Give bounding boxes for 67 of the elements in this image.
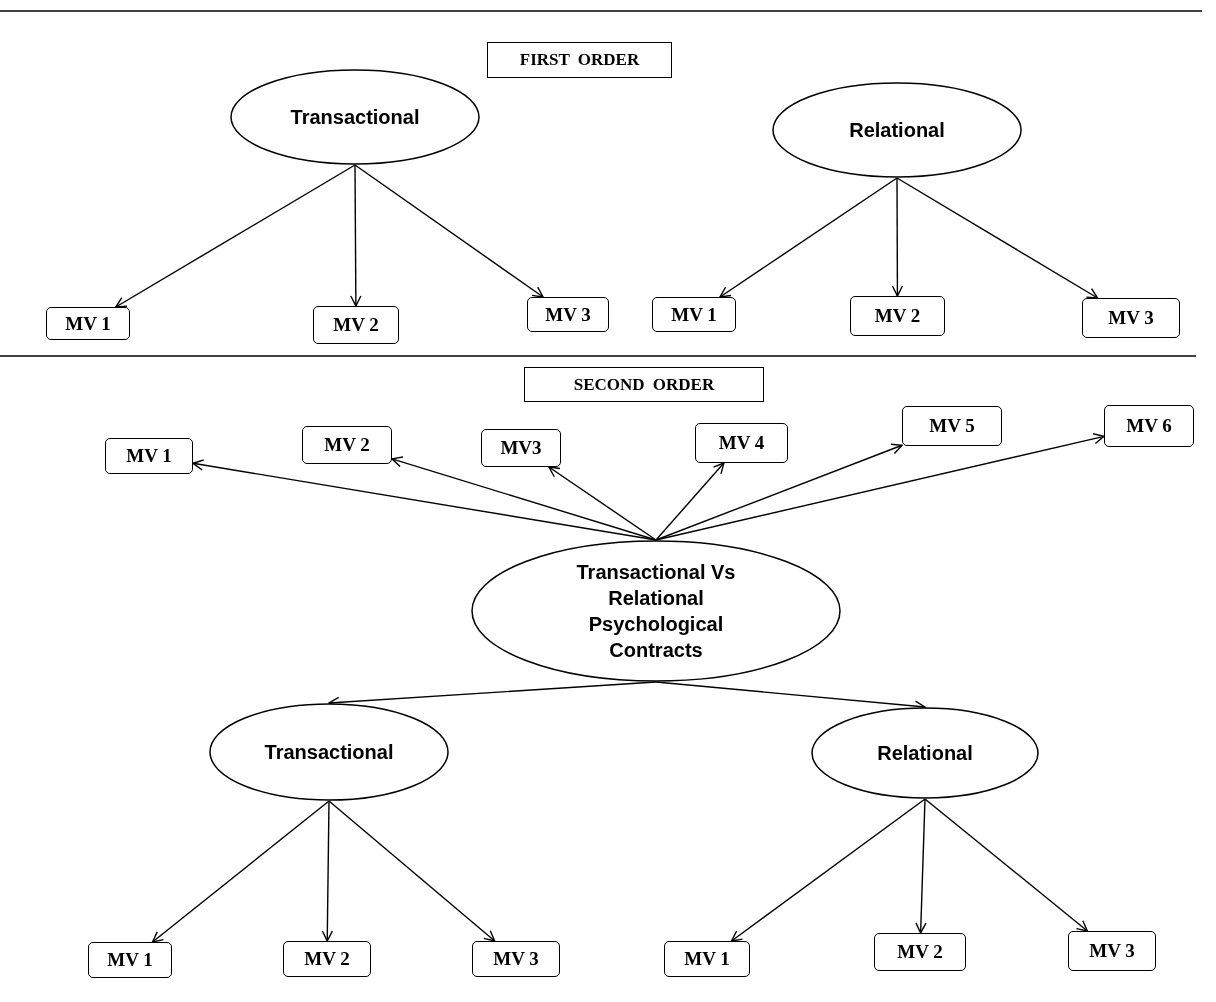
variable-box bbox=[472, 941, 560, 977]
variable-box bbox=[481, 429, 561, 467]
heading-text: FIRST ORDER bbox=[519, 50, 640, 70]
variable-box bbox=[874, 933, 966, 971]
ellipse-node bbox=[772, 82, 1022, 178]
node-label: MV 3 bbox=[1089, 940, 1135, 962]
node-label: MV 1 bbox=[126, 445, 172, 467]
node-label: Relational bbox=[849, 118, 945, 143]
arrow bbox=[151, 800, 330, 943]
node-label: MV 1 bbox=[65, 312, 111, 335]
heading-text: SECOND ORDER bbox=[573, 374, 715, 395]
arrow bbox=[655, 433, 1105, 541]
arrow bbox=[350, 164, 362, 307]
node-label: MV 5 bbox=[929, 415, 975, 437]
node-label: MV 1 bbox=[684, 948, 730, 970]
variable-box bbox=[652, 297, 736, 332]
arrow bbox=[730, 798, 926, 942]
variable-box bbox=[283, 941, 371, 977]
variable-box bbox=[313, 306, 399, 344]
arrow bbox=[655, 443, 903, 541]
arrow bbox=[655, 462, 725, 541]
arrow bbox=[915, 798, 927, 934]
ellipse-node bbox=[230, 69, 480, 165]
node-label: Relational bbox=[877, 741, 973, 766]
arrow bbox=[548, 466, 657, 541]
variable-box bbox=[664, 941, 750, 977]
node-label: MV 2 bbox=[897, 941, 943, 963]
node-label: MV 3 bbox=[545, 303, 591, 326]
ellipse-node bbox=[811, 707, 1039, 799]
node-label: Transactional bbox=[290, 105, 420, 130]
arrow bbox=[354, 164, 544, 298]
arrow bbox=[896, 177, 1099, 299]
variable-box bbox=[105, 438, 193, 474]
node-label: MV 3 bbox=[1108, 307, 1154, 329]
node-label: Transactional bbox=[264, 740, 394, 765]
heading-box bbox=[524, 367, 764, 402]
ellipse-node bbox=[209, 703, 449, 801]
ellipse-node bbox=[471, 540, 841, 682]
variable-box bbox=[46, 307, 130, 340]
variable-box bbox=[302, 426, 392, 464]
arrow bbox=[321, 800, 334, 942]
node-label: MV 1 bbox=[107, 949, 153, 971]
variable-box bbox=[850, 296, 945, 336]
arrow bbox=[391, 456, 657, 541]
variable-box bbox=[527, 297, 609, 332]
node-label: MV 6 bbox=[1126, 415, 1172, 437]
node-label: MV3 bbox=[500, 437, 542, 459]
node-label: MV 4 bbox=[718, 432, 765, 454]
node-label: MV 1 bbox=[671, 303, 717, 326]
arrow bbox=[115, 164, 356, 308]
heading-box bbox=[487, 42, 672, 78]
node-label: MV 2 bbox=[304, 948, 350, 970]
arrow bbox=[328, 800, 496, 942]
node-label: MV 3 bbox=[493, 948, 539, 970]
variable-box bbox=[902, 406, 1002, 446]
node-label: MV 2 bbox=[324, 434, 370, 456]
node-label: MV 2 bbox=[333, 314, 379, 336]
variable-box bbox=[88, 942, 172, 978]
arrow bbox=[891, 177, 904, 297]
node-label: MV 2 bbox=[874, 305, 921, 327]
variable-box bbox=[1104, 405, 1194, 447]
variable-box bbox=[1082, 298, 1180, 338]
variable-box bbox=[695, 423, 788, 463]
arrow bbox=[924, 798, 1089, 932]
variable-box bbox=[1068, 931, 1156, 971]
arrow bbox=[719, 177, 898, 298]
node-label: Transactional Vs Relational Psychological Contracts bbox=[575, 560, 737, 663]
